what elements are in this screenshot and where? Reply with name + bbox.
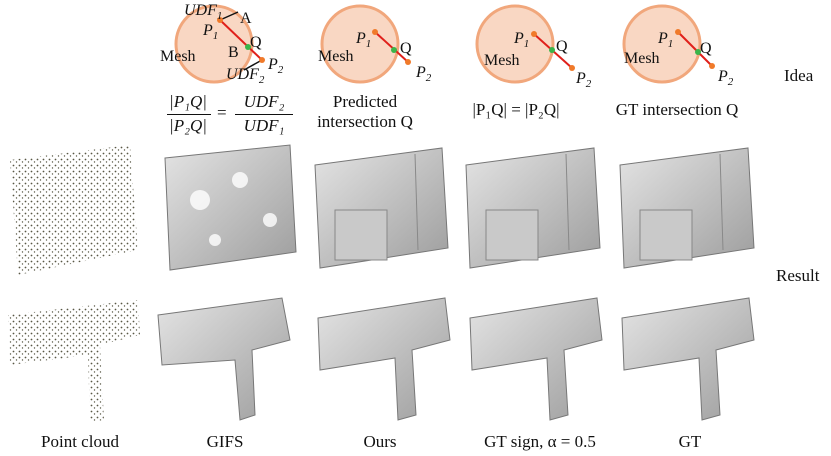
equals-sign: = — [217, 103, 227, 122]
udf1-line — [219, 11, 239, 21]
q-label: Q — [250, 34, 262, 51]
mesh-disk — [622, 4, 702, 84]
column-caption-gifs: GIFS — [206, 432, 244, 451]
idea-diagrams — [174, 4, 715, 84]
lhs-fraction-bar — [167, 114, 211, 115]
column-caption-gt: GT — [678, 432, 702, 451]
segment-p1-p2 — [677, 31, 713, 67]
p1-label: P1 — [514, 30, 530, 51]
ours-wardrobe — [314, 147, 449, 269]
q-point — [245, 44, 251, 50]
column-caption-ours: Ours — [363, 432, 397, 451]
point-a-label: A — [240, 10, 252, 27]
mesh-label: Mesh — [624, 50, 660, 67]
q-point — [391, 47, 397, 53]
rhs-fraction-bar — [235, 114, 293, 115]
gifs-wardrobe — [164, 144, 297, 271]
p2-point — [709, 63, 715, 69]
p1-point — [675, 29, 681, 35]
p2-label: P2 — [416, 64, 432, 85]
lhs-numerator: |P₁Q| — [169, 92, 207, 111]
segment-p1-p2 — [219, 19, 263, 61]
column-caption-gt-sign: GT sign, α = 0.5 — [484, 432, 596, 451]
point-cloud-wardrobe — [10, 145, 138, 275]
udf1-label: UDF1 — [184, 2, 223, 23]
p1-label: P1 — [203, 22, 219, 43]
p2-point — [569, 65, 575, 71]
p2-label: P2 — [268, 56, 284, 77]
caption-line: Predicted — [332, 92, 398, 111]
q-label: Q — [556, 38, 568, 55]
result-renderings — [8, 144, 755, 422]
point-cloud-bench — [8, 300, 140, 422]
point-b-label: B — [228, 44, 239, 61]
gifs-bench — [157, 297, 291, 421]
p1-point — [217, 17, 223, 23]
idea-diagram-gt — [622, 4, 715, 84]
gt-sign-bench — [469, 297, 603, 421]
udf2-label: UDF2 — [226, 66, 265, 87]
mesh-label: Mesh — [160, 48, 196, 65]
mesh-disk — [320, 4, 400, 84]
ours-bench — [317, 297, 451, 421]
p1-point — [531, 31, 537, 37]
gt-sign-wardrobe — [465, 147, 601, 269]
idea-diagram-gifs — [174, 4, 265, 84]
mesh-disk — [475, 4, 555, 84]
lhs-denominator: |P₂Q| — [169, 116, 207, 135]
gt-bench — [621, 297, 755, 421]
idea-diagram-ours — [320, 4, 411, 84]
p2-point — [405, 59, 411, 65]
q-label: Q — [700, 40, 712, 57]
gt-sign-idea-caption: |P₁Q| = |P₂Q| — [472, 100, 560, 119]
caption-line: intersection Q — [317, 112, 413, 131]
p2-label: P2 — [718, 68, 734, 89]
gt-idea-caption: GT intersection Q — [615, 100, 739, 119]
p2-label: P2 — [576, 70, 592, 91]
column-caption-point-cloud: Point cloud — [41, 432, 119, 451]
mesh-disk — [174, 4, 254, 84]
gifs-ratio-formula: |P₁Q| |P₂Q| = UDF₂ UDF₁ — [165, 92, 295, 140]
segment-p1-p2 — [374, 31, 409, 63]
row-label-idea: Idea — [784, 66, 814, 85]
q-point — [549, 47, 555, 53]
rhs-numerator: UDF₂ — [243, 92, 285, 111]
udf2-line — [243, 59, 263, 71]
p1-point — [372, 29, 378, 35]
q-point — [695, 49, 701, 55]
gt-wardrobe — [619, 147, 755, 269]
idea-diagram-gt-sign — [475, 4, 575, 84]
mesh-label: Mesh — [318, 48, 354, 65]
p1-label: P1 — [658, 30, 674, 51]
p2-point — [259, 57, 265, 63]
mesh-label: Mesh — [484, 52, 520, 69]
row-label-result: Result — [776, 266, 820, 285]
rhs-denominator: UDF₁ — [243, 116, 285, 135]
ours-idea-caption: Predicted intersection Q — [310, 92, 420, 132]
p1-label: P1 — [356, 30, 372, 51]
q-label: Q — [400, 40, 412, 57]
